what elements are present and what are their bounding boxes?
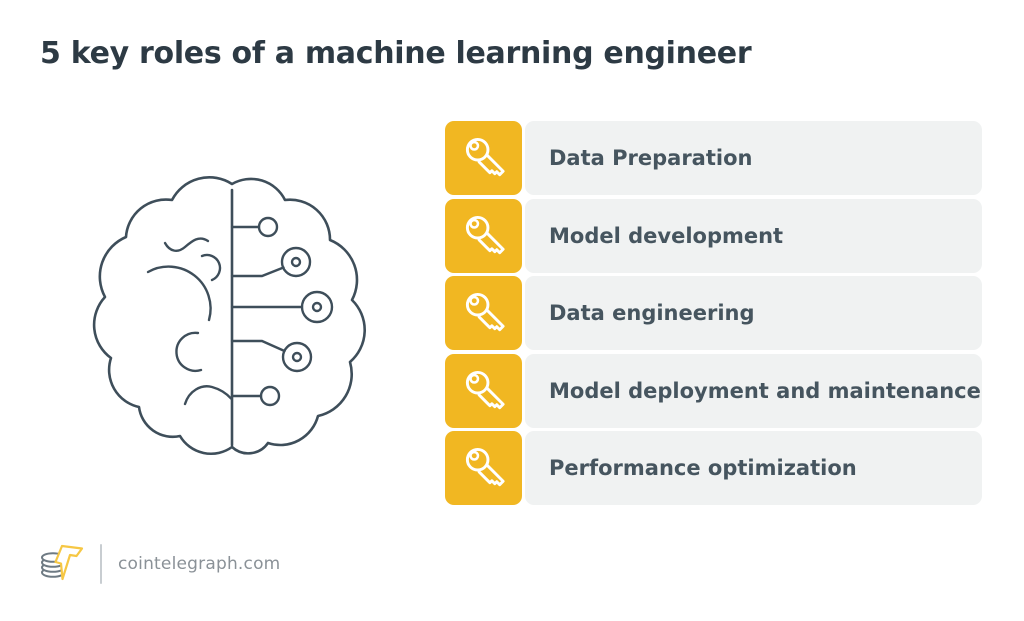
circuit-branch — [230, 266, 285, 278]
cointelegraph-logo — [41, 544, 84, 581]
circuit-node — [257, 216, 279, 238]
key-icon-tile — [445, 121, 522, 195]
list-item: Model deployment and maintenance — [445, 353, 982, 428]
role-label: Performance optimization — [549, 456, 857, 480]
role-panel: Model deployment and maintenance — [525, 353, 982, 428]
list-item: Data Preparation — [445, 121, 982, 195]
key-icon-tile — [445, 198, 522, 273]
brain-fold — [163, 237, 210, 252]
circuit-node — [300, 290, 334, 324]
circuit-node — [259, 385, 281, 407]
list-item: Data engineering — [445, 276, 982, 350]
footer: cointelegraph.com — [40, 542, 280, 586]
circuit-node-dot — [291, 351, 303, 363]
brain-fold — [183, 385, 233, 406]
circuit-branch — [230, 339, 286, 353]
page-title: 5 key roles of a machine learning engine… — [40, 36, 752, 71]
key-icon — [465, 215, 505, 254]
role-label: Data Preparation — [549, 146, 753, 170]
list-item: Model development — [445, 198, 982, 273]
brain-fold — [146, 265, 212, 322]
lightning-bolt-icon — [54, 544, 84, 581]
key-icon — [465, 370, 505, 409]
footer-divider — [100, 544, 102, 584]
key-icon-tile — [445, 276, 522, 350]
circuit-node-dot — [311, 301, 323, 313]
roles-list: Data Preparation Model development — [445, 121, 982, 509]
circuit-node-dot — [290, 256, 302, 268]
role-panel: Data Preparation — [525, 121, 982, 195]
key-icon — [465, 292, 505, 332]
brain-fold — [175, 331, 203, 372]
role-label: Data engineering — [549, 301, 755, 325]
key-icon-tile — [445, 431, 522, 505]
role-label: Model development — [549, 223, 784, 248]
circuit-node — [281, 341, 313, 373]
role-panel: Model development — [525, 198, 982, 273]
list-item: Performance optimization — [445, 431, 982, 505]
brain-outline — [92, 176, 366, 455]
key-icon — [465, 447, 505, 487]
circuit-node — [280, 246, 312, 278]
key-icon-tile — [445, 353, 522, 428]
key-icon — [465, 137, 505, 177]
role-panel: Data engineering — [525, 276, 982, 350]
role-panel: Performance optimization — [525, 431, 982, 505]
footer-source: cointelegraph.com — [118, 554, 281, 574]
role-label: Model deployment and maintenance — [549, 378, 981, 403]
brain-circuit-illustration — [92, 176, 366, 455]
brain-fold — [200, 253, 222, 282]
